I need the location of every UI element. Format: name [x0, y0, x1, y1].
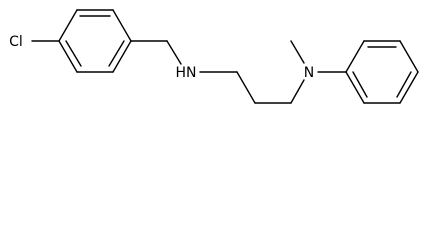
double-bond-inner — [65, 40, 82, 67]
bond — [345, 71, 365, 104]
double-bond-inner — [108, 40, 125, 67]
double-bond-inner — [396, 71, 412, 98]
bond-ch2-n — [290, 79, 305, 104]
double-bond-inner — [352, 71, 368, 98]
bond — [345, 40, 365, 73]
bond — [399, 40, 419, 73]
bond — [112, 40, 132, 73]
bond-ch2-nh — [166, 40, 182, 65]
bond — [58, 9, 78, 42]
chlorophenyl-ring — [58, 9, 132, 73]
phenyl-ring — [345, 40, 419, 104]
tertiary-amine-label: N — [304, 65, 314, 81]
chlorine-label: Cl — [9, 34, 23, 50]
secondary-amine-label: HN — [176, 65, 197, 81]
bond-ch2-ch2 — [236, 71, 256, 104]
bond — [399, 71, 419, 104]
chemical-structure: Cl HN N — [9, 9, 419, 104]
bond — [58, 40, 78, 73]
bond — [112, 9, 132, 42]
bond-n-methyl — [290, 40, 305, 64]
